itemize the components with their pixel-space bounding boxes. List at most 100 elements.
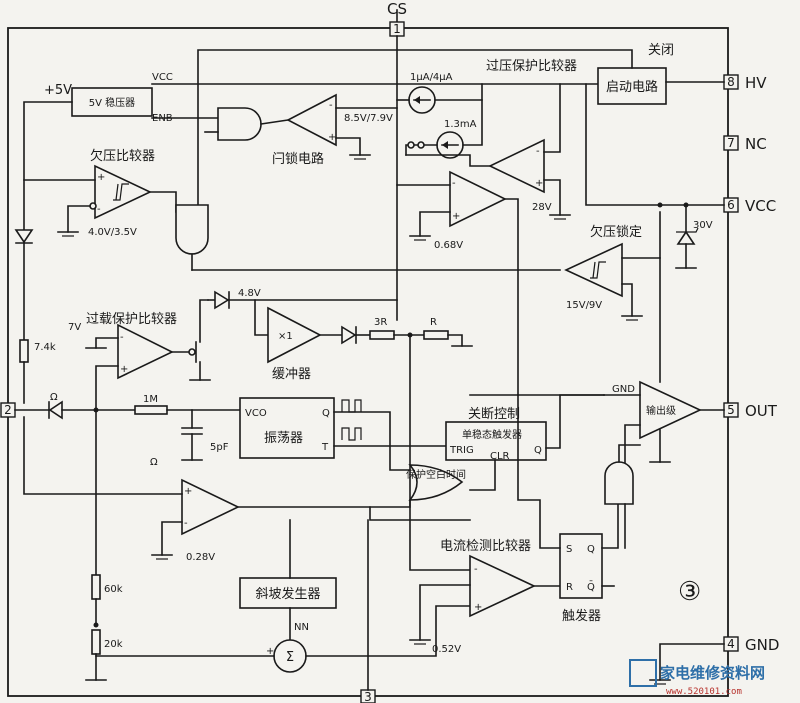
r20k-value: 20k: [104, 639, 123, 650]
svg-text:4: 4: [727, 637, 735, 651]
v4p8-value: 4.8V: [238, 288, 261, 299]
latch-label: 闩锁电路: [272, 151, 324, 167]
svg-text:+: +: [328, 132, 336, 143]
cs-comparator: [469, 554, 536, 618]
or-gate: [408, 464, 464, 501]
flipflop-block: [559, 533, 603, 599]
v28-value: 28V: [532, 202, 552, 213]
svg-text:-: -: [97, 204, 101, 215]
v0p28-value: 0.28V: [186, 552, 215, 563]
svg-text:+: +: [97, 172, 105, 183]
ovp-comparator: [488, 138, 545, 194]
svg-text:+: +: [452, 211, 460, 222]
ff-r-label: R: [566, 582, 573, 593]
pin-cs: 1 CS: [387, 0, 407, 37]
isrc-value: 1μA/4μA: [410, 72, 453, 83]
svg-text:+: +: [120, 364, 128, 375]
ramp-generator: [239, 577, 337, 609]
i1p3-value: 1.3mA: [444, 119, 477, 130]
svg-text:-: -: [452, 178, 456, 189]
svg-text:7: 7: [727, 136, 735, 150]
uvlo-comp-label: 欠压比较器: [90, 148, 155, 164]
resistor-r: [423, 330, 449, 340]
resistor-60k: [91, 574, 101, 600]
pin-hv: 8 HV: [723, 74, 767, 92]
oneshot-q-label: Q: [534, 445, 542, 456]
svg-text:-: -: [474, 564, 478, 575]
comparator-0p28: [181, 478, 240, 536]
latch-comparator: [286, 93, 337, 147]
comparator-0p68: [449, 170, 507, 228]
r60k-value: 60k: [104, 584, 123, 595]
svg-text:-: -: [536, 146, 540, 157]
resistor-1m: [134, 405, 168, 415]
svg-text:-: -: [329, 100, 333, 111]
regulator-block: [71, 87, 153, 117]
main-and-gate: [175, 204, 209, 255]
pin-3: 3: [360, 689, 376, 703]
figure-number: ③: [678, 577, 701, 607]
ff-s-label: S: [566, 544, 572, 555]
cs-comp-label: 电流检测比较器: [440, 539, 531, 554]
pin-out-name: OUT: [745, 402, 778, 420]
resistor-3r: [369, 330, 395, 340]
r1m-value: 1M: [143, 394, 158, 405]
resistor-7p4k: [19, 339, 29, 363]
close-label: 关闭: [648, 43, 674, 58]
pin-cs-name: CS: [387, 0, 407, 18]
buffer-label: 缓冲器: [272, 367, 311, 382]
pin-gnd-name: GND: [745, 636, 779, 654]
svg-text:8: 8: [727, 75, 735, 89]
pin-vcc-name: VCC: [745, 197, 776, 215]
pin-nc: 7 NC: [723, 135, 767, 153]
svg-text:+: +: [266, 646, 274, 657]
v0p52-value: 0.52V: [432, 644, 461, 655]
svg-text:5: 5: [727, 403, 735, 417]
left-diode: [14, 229, 34, 244]
svg-text:6: 6: [727, 198, 735, 212]
ovp-comp-label: 过压保护比较器: [486, 59, 577, 74]
omega-2: Ω: [150, 457, 158, 468]
pin-out: 5 OUT: [723, 402, 778, 420]
svg-text:-: -: [120, 332, 124, 343]
gnd-small-label: GND: [612, 384, 635, 395]
svg-text:+: +: [474, 602, 482, 613]
watermark-url: www.520101.com: [666, 687, 742, 697]
svg-text:2: 2: [4, 403, 12, 417]
svg-text:1: 1: [393, 22, 401, 36]
c5pf-value: 5pF: [210, 442, 229, 453]
output-stage-label: 输出级: [646, 404, 676, 417]
ramp-wave: NN: [294, 622, 309, 633]
flipflop-label: 触发器: [562, 608, 601, 624]
output-and-gate: [604, 461, 634, 505]
vco-label: VCO: [245, 408, 267, 419]
shutdown-ctrl-label: 关断控制: [468, 407, 520, 422]
oscillator-block: [239, 397, 335, 459]
watermark: 家电维修资料网 www.520101.com: [629, 659, 765, 697]
v4p0-value: 4.0V/3.5V: [88, 227, 137, 238]
output-stage: [639, 380, 702, 440]
ramp-label: 斜坡发生器: [255, 586, 320, 602]
svg-text:+: +: [184, 486, 192, 497]
olp-comparator: [117, 323, 174, 380]
r3r-value: 3R: [374, 317, 387, 328]
rr-value: R: [430, 317, 437, 328]
vcc-rail-label: VCC: [152, 72, 173, 83]
pin-hv-name: HV: [745, 74, 767, 92]
volt-7v-label: 7V: [68, 322, 81, 333]
clr-label: CLR: [490, 451, 510, 462]
pin-2: 2: [0, 402, 16, 418]
startup-label: 启动电路: [606, 79, 658, 95]
osc-q-label: Q: [322, 408, 330, 419]
one-shot-block: [445, 421, 547, 461]
protect-blank-label: 保护空白时间: [406, 468, 466, 481]
pin-gnd: 4 GND: [723, 636, 779, 654]
ff-qbar-label: Q̄: [587, 580, 595, 593]
uvlo-comparator: [94, 164, 152, 220]
regulator-label: 5V 稳压器: [89, 96, 135, 109]
uv-lockout-label: 欠压锁定: [590, 224, 642, 240]
pin2-diode: [48, 400, 63, 420]
buffer-diode: [341, 325, 357, 345]
r7p4k-value: 7.4k: [34, 342, 56, 353]
